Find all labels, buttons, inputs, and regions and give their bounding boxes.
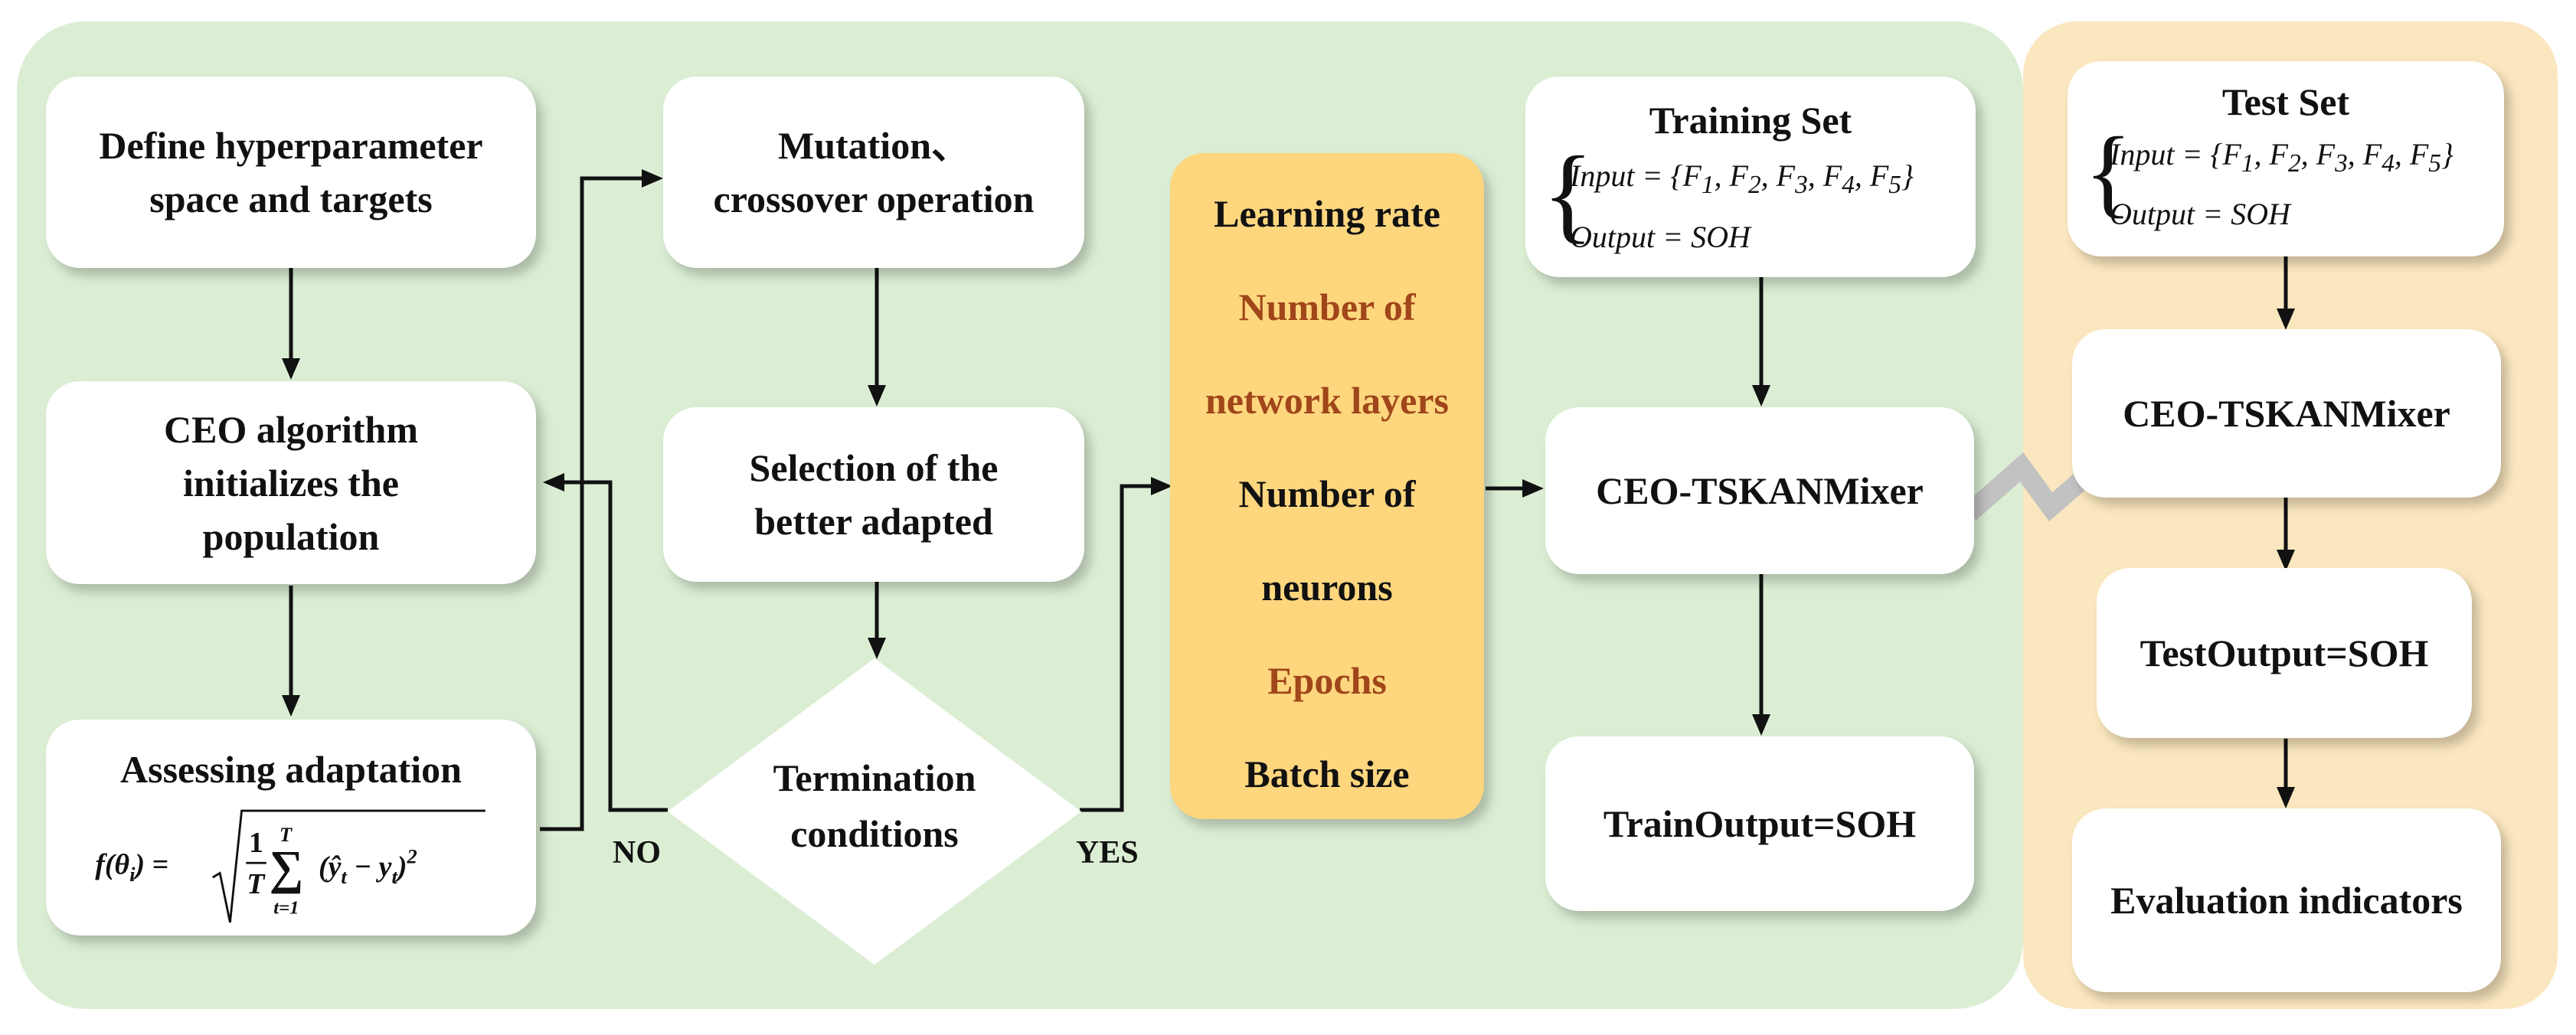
test-model-box: CEO-TSKANMixer [2072,329,2501,498]
train-output-label: TrainOutput=SOH [1603,802,1917,845]
train-f-sub: 1 [1701,171,1715,199]
init-line-2: initializes the [183,461,399,504]
arrow-assess-to-mutation [540,176,643,831]
term-sub2: t [392,865,399,888]
param-item: network layers [1205,379,1449,422]
train-f-sub: 4 [1842,171,1855,199]
term-sub1: t [341,865,348,888]
train-f-sub: 5 [1888,171,1901,199]
define-line-2: space and targets [149,178,433,220]
svg-text:f(θi) =: f(θi) = [95,848,168,885]
test-input-formula: Input = {F1, F2, F3, F4, F5} [2110,137,2453,178]
training-set-title: Training Set [1649,99,1852,142]
mutation-line-2: crossover operation [713,178,1035,220]
ceo-init-box: CEO algorithm initializes the population [46,381,536,584]
sum-bottom: t=1 [273,898,299,919]
param-item: Learning rate [1214,192,1440,235]
test-set-box: Test Set { Input = {F1, F2, F3, F4, F5} … [2068,61,2504,256]
test-f-sub: 3 [2335,149,2348,178]
mutation-line-1: Mutation、 [778,124,969,167]
assess-title: Assessing adaptation [120,748,462,791]
test-f-sub: 4 [2381,149,2395,178]
assess-adaptation-box: Assessing adaptation f(θi) = 1 T T ∑ t=1… [46,720,536,935]
termination-line-2: conditions [790,811,959,855]
param-item: Number of [1238,472,1416,515]
arrow-no-to-init [563,480,668,812]
init-line-3: population [202,514,380,558]
termination-label: Termination conditions [668,750,1081,861]
no-label: NO [613,835,661,870]
termination-line-1: Termination [773,756,976,799]
hyperparameter-list: Learning rate Number of network layers N… [1170,153,1484,819]
train-f-sub: 2 [1747,171,1761,199]
training-set-box: Training Set { Input = {F1, F2, F3, F4, … [1525,77,1976,277]
f-lhs-close: ) = [132,848,168,880]
test-set-title: Test Set [2221,80,2350,123]
selection-box: Selection of the better adapted [663,407,1084,582]
mutation-box: Mutation、 crossover operation [663,77,1084,268]
yes-label: YES [1076,835,1139,870]
test-input-label: Input = {F [2110,137,2241,171]
train-f-sub: 3 [1795,171,1808,199]
param-item: Batch size [1244,753,1410,795]
param-item: neurons [1261,566,1393,609]
fitness-formula: f(θi) = 1 T T ∑ t=1 (ŷt − yt)2 [95,809,485,923]
term: (ŷ [319,851,342,883]
frac-num: 1 [249,827,263,859]
train-output-box: TrainOutput=SOH [1545,736,1974,911]
svg-text:(ŷt − yt)2: (ŷt − yt)2 [319,844,417,888]
train-model-label: CEO-TSKANMixer [1596,469,1924,512]
f-lhs-sub: i [129,863,136,886]
termination-diamond [668,658,1081,965]
test-output-label: TestOutput=SOH [2140,632,2429,674]
term-exp: 2 [407,844,417,867]
param-item: Number of [1238,286,1416,328]
frac-den: T [247,868,266,900]
define-line-1: Define hyperparameter [99,124,483,167]
f-lhs: f(θ [95,848,129,880]
train-input-formula: Input = {F1, F2, F3, F4, F5} [1570,158,1914,199]
sum-top: T [280,823,293,846]
init-line-1: CEO algorithm [164,407,418,451]
test-output-box: TestOutput=SOH [2097,568,2472,738]
arrow-yes-to-params [1080,484,1152,812]
test-f-sub: 1 [2241,149,2254,178]
test-f-sub: 5 [2428,149,2441,178]
evaluation-label: Evaluation indicators [2110,879,2463,922]
param-item: Epochs [1267,659,1387,702]
train-input-label: Input = {F [1570,158,1702,193]
evaluation-box: Evaluation indicators [2072,808,2501,992]
define-hyperparameter-box: Define hyperparameter space and targets [46,77,536,268]
train-model-box: CEO-TSKANMixer [1545,407,1974,574]
term-mid: − y [347,851,392,883]
test-f-sub: 2 [2287,149,2301,178]
sum-symbol: ∑ [270,841,304,894]
train-output-formula: Output = SOH [1570,220,1751,254]
term-close: ) [395,851,407,883]
test-output-formula: Output = SOH [2110,197,2290,231]
test-model-label: CEO-TSKANMixer [2123,392,2450,435]
selection-line-2: better adapted [754,500,993,543]
selection-line-1: Selection of the [749,446,999,489]
